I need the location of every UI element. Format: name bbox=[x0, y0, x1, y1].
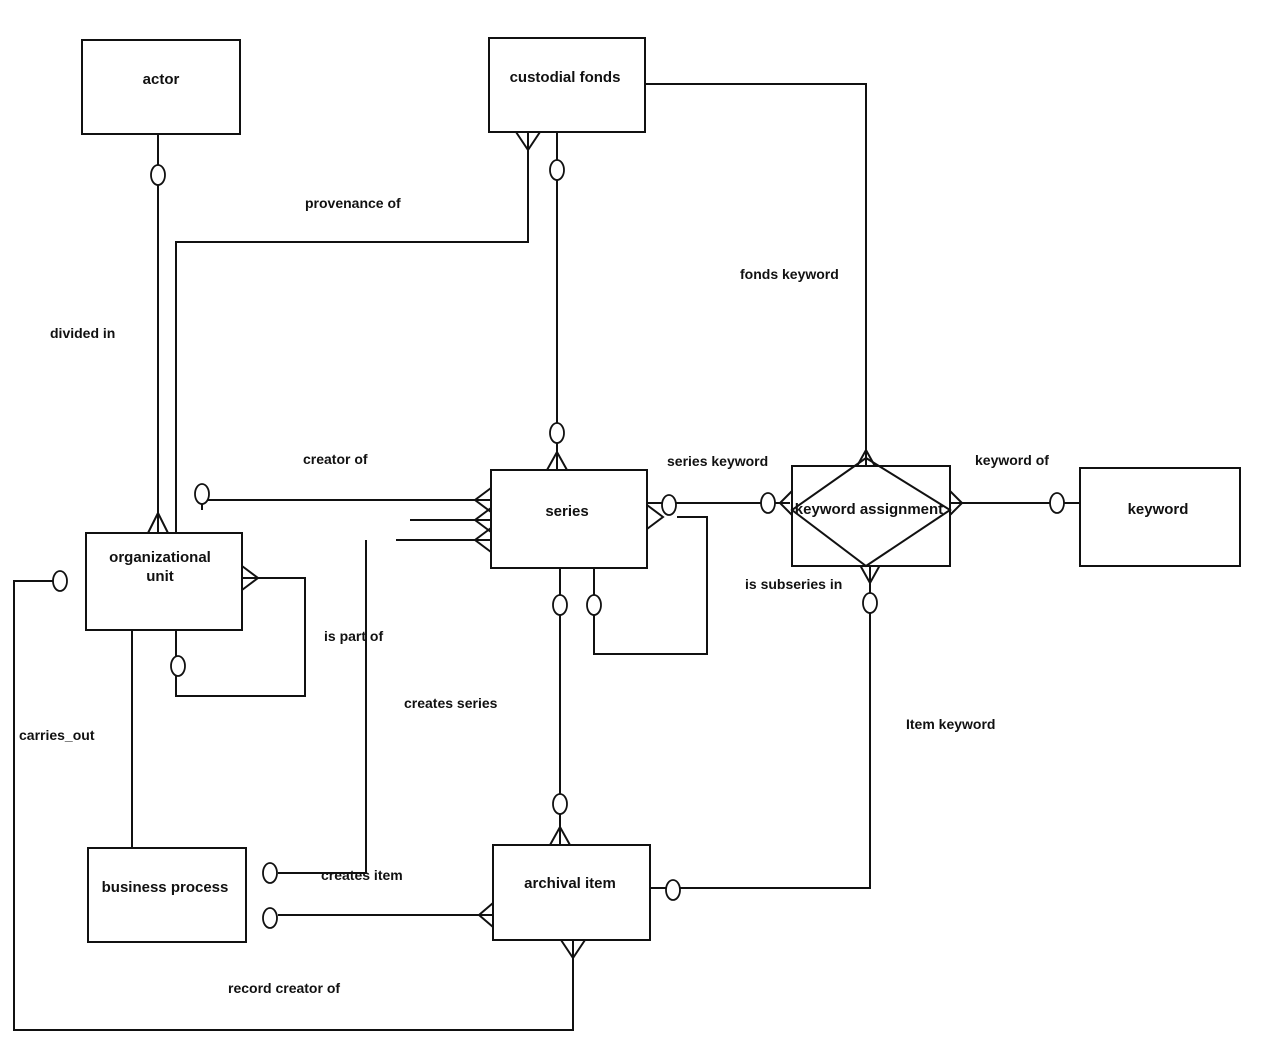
line-item-keyword bbox=[650, 565, 871, 889]
crowfoot-series-top bbox=[546, 449, 568, 471]
line-ispartof-series bbox=[278, 540, 367, 874]
label-archival-item: archival item bbox=[524, 875, 616, 892]
label-actor: actor bbox=[143, 71, 180, 88]
crowfoot-item-left bbox=[477, 902, 494, 928]
label-item-keyword: Item keyword bbox=[906, 716, 995, 732]
circle-item-top bbox=[552, 793, 568, 815]
label-fonds-keyword: fonds keyword bbox=[740, 266, 839, 282]
label-series: series bbox=[545, 503, 588, 520]
circle-bp-right-1 bbox=[262, 862, 278, 884]
label-organizational-unit-line1: organizational bbox=[109, 549, 211, 566]
entities bbox=[81, 37, 1241, 943]
crowfoot-orgunit-right bbox=[241, 565, 260, 591]
label-is-subseries-in: is subseries in bbox=[745, 576, 842, 592]
crowfoot-series-left-1 bbox=[473, 487, 492, 513]
label-record-creator-of: record creator of bbox=[228, 980, 340, 996]
crowfoot-ka-bottom bbox=[859, 564, 881, 586]
circle-series-bottom-1 bbox=[552, 594, 568, 616]
label-custodial-fonds: custodial fonds bbox=[510, 69, 621, 86]
label-organizational-unit-line2: unit bbox=[146, 568, 174, 585]
entity-keyword bbox=[1079, 467, 1241, 567]
line-subseries-loop bbox=[593, 516, 708, 655]
circle-series-bottom-2 bbox=[586, 594, 602, 616]
entity-actor bbox=[81, 39, 241, 135]
optionality-markers bbox=[52, 159, 1065, 929]
line-provenance bbox=[175, 132, 529, 533]
circle-item-right bbox=[665, 879, 681, 901]
entity-archival-item bbox=[492, 844, 651, 941]
circle-fonds-bottom bbox=[549, 159, 565, 181]
crowfoot-ka-left bbox=[778, 490, 793, 516]
label-divided-in: divided in bbox=[50, 325, 115, 341]
label-provenance-of: provenance of bbox=[305, 195, 401, 211]
entity-custodial-fonds bbox=[488, 37, 646, 133]
crowfoot-item-bottom bbox=[560, 939, 586, 960]
label-creator-of: creator of bbox=[303, 451, 368, 467]
entity-business-process bbox=[87, 847, 247, 943]
entity-organizational-unit bbox=[85, 532, 243, 631]
crowfoot-series-right bbox=[646, 504, 665, 530]
label-series-keyword: series keyword bbox=[667, 453, 768, 469]
circle-series-right bbox=[661, 494, 677, 516]
label-carries-out: carries_out bbox=[19, 727, 95, 743]
label-keyword-assignment: keyword assignment bbox=[795, 501, 943, 518]
circle-actor-bottom bbox=[150, 164, 166, 186]
label-creates-series: creates series bbox=[404, 695, 498, 711]
crowfoot-orgunit-top bbox=[147, 510, 169, 534]
entity-keyword-assignment-diamond bbox=[790, 456, 952, 568]
circle-orgunit-left bbox=[52, 570, 68, 592]
label-creates-item: creates item bbox=[321, 867, 403, 883]
circle-bp-right-2 bbox=[262, 907, 278, 929]
circle-series-top bbox=[549, 422, 565, 444]
entity-keyword-assignment-box bbox=[791, 465, 951, 567]
crowfoot-series-left-2 bbox=[473, 527, 492, 553]
circle-keyword-left bbox=[1049, 492, 1065, 514]
crowfoot-series-left-3 bbox=[473, 507, 492, 533]
label-keyword: keyword bbox=[1128, 501, 1189, 518]
entity-series bbox=[490, 469, 648, 569]
circle-ka-left bbox=[760, 492, 776, 514]
line-fonds-keyword bbox=[645, 83, 867, 468]
line-record-creator bbox=[13, 580, 574, 1031]
crowfoot-item-top bbox=[549, 824, 571, 846]
circle-orgunit-bottom bbox=[170, 655, 186, 677]
crowfoot-ka-right bbox=[949, 490, 964, 516]
circle-ka-bottom bbox=[862, 592, 878, 614]
entity-labels: actor custodial fonds series keyword ass… bbox=[102, 69, 1189, 896]
circle-orgunit-top bbox=[194, 483, 210, 505]
label-keyword-of: keyword of bbox=[975, 452, 1049, 468]
relationship-labels: provenance of divided in fonds keyword c… bbox=[19, 195, 1049, 996]
label-business-process: business process bbox=[102, 879, 229, 896]
crowfoot-fonds-bottom bbox=[515, 131, 541, 152]
label-is-part-of: is part of bbox=[324, 628, 383, 644]
line-creator-of bbox=[201, 499, 491, 510]
